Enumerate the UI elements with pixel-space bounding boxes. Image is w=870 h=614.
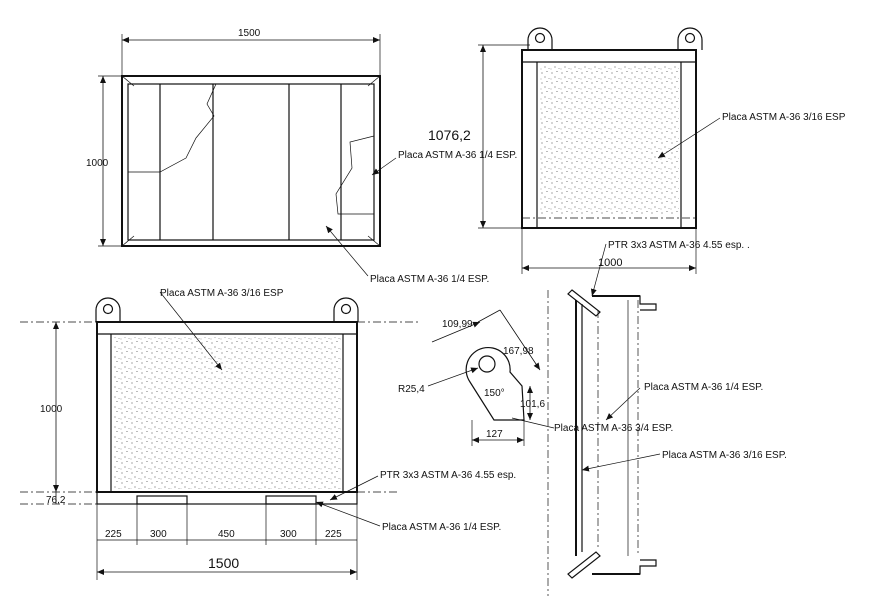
front-label-plate-base: Placa ASTM A-36 1/4 ESP. [382, 522, 501, 533]
front-plate-hatch [114, 337, 341, 489]
top-label-plate-right: Placa ASTM A-36 1/4 ESP. [398, 150, 517, 161]
front-view: 1000 76,2 Placa ASTM A-36 3/16 ESP PTR 3… [20, 288, 516, 580]
front-dim-seg-1: 225 [105, 529, 122, 540]
top-frame-outer [121, 75, 381, 247]
side-view-top: 1076,2 1000 Placa ASTM A-36 3/16 ESP [428, 27, 846, 274]
lug-dim-b: 167,98 [503, 346, 534, 357]
section-ptr-bottom [567, 551, 601, 579]
front-base-plate-right [265, 495, 317, 505]
section-label-plate-2: Placa ASTM A-36 3/16 ESP. [662, 450, 787, 461]
top-plate-breakout-right [335, 135, 375, 215]
top-view: 1500 1000 Placa ASTM A-36 1/4 ESP. Placa… [86, 28, 517, 285]
front-dim-seg-5: 225 [325, 529, 342, 540]
front-dim-height: 1000 [40, 404, 63, 415]
front-dim-seg-2: 300 [150, 529, 167, 540]
front-base-ptr [96, 491, 358, 505]
front-base-plate-left [136, 495, 188, 505]
section-ptr-top [567, 289, 601, 317]
side-frame-outer [521, 49, 697, 229]
side-label-plate: Placa ASTM A-36 3/16 ESP [722, 112, 846, 123]
top-plate-breakout-left [127, 83, 217, 173]
side-dim-height: 1076,2 [428, 127, 471, 143]
front-label-ptr: PTR 3x3 ASTM A-36 4.55 esp. [380, 470, 516, 481]
section-label-ptr: PTR 3x3 ASTM A-36 4.55 esp. . [608, 240, 750, 251]
front-dim-total: 1500 [208, 555, 239, 571]
dim-top-width: 1500 [238, 28, 261, 39]
lug-dim-d: 127 [486, 429, 503, 440]
lug-dim-angle: 150° [484, 388, 505, 399]
front-dim-base: 76,2 [46, 495, 66, 506]
lug-dim-radius: R25,4 [398, 384, 425, 395]
side-dim-width: 1000 [598, 257, 622, 269]
top-label-plate-bottom: Placa ASTM A-36 1/4 ESP. [370, 274, 489, 285]
front-dim-seg-4: 300 [280, 529, 297, 540]
section-label-plate-1: Placa ASTM A-36 1/4 ESP. [644, 382, 763, 393]
lug-detail: 109,99 167,98 R25,4 150° 101,6 127 Placa… [398, 309, 673, 446]
lug-dim-c: 101,6 [520, 399, 545, 410]
lug-dim-a: 109,99 [442, 319, 473, 330]
lug-outline [465, 347, 525, 421]
lug-hole [478, 355, 496, 373]
front-dim-seg-3: 450 [218, 529, 235, 540]
front-label-plate-top: Placa ASTM A-36 3/16 ESP [160, 288, 284, 299]
lug-label-plate: Placa ASTM A-36 3/4 ESP. [554, 423, 673, 434]
section-view: PTR 3x3 ASTM A-36 4.55 esp. . Placa ASTM… [547, 240, 787, 596]
dim-top-height: 1000 [86, 158, 109, 169]
top-frame-inner [127, 83, 375, 241]
side-plate-hatch [540, 64, 679, 216]
